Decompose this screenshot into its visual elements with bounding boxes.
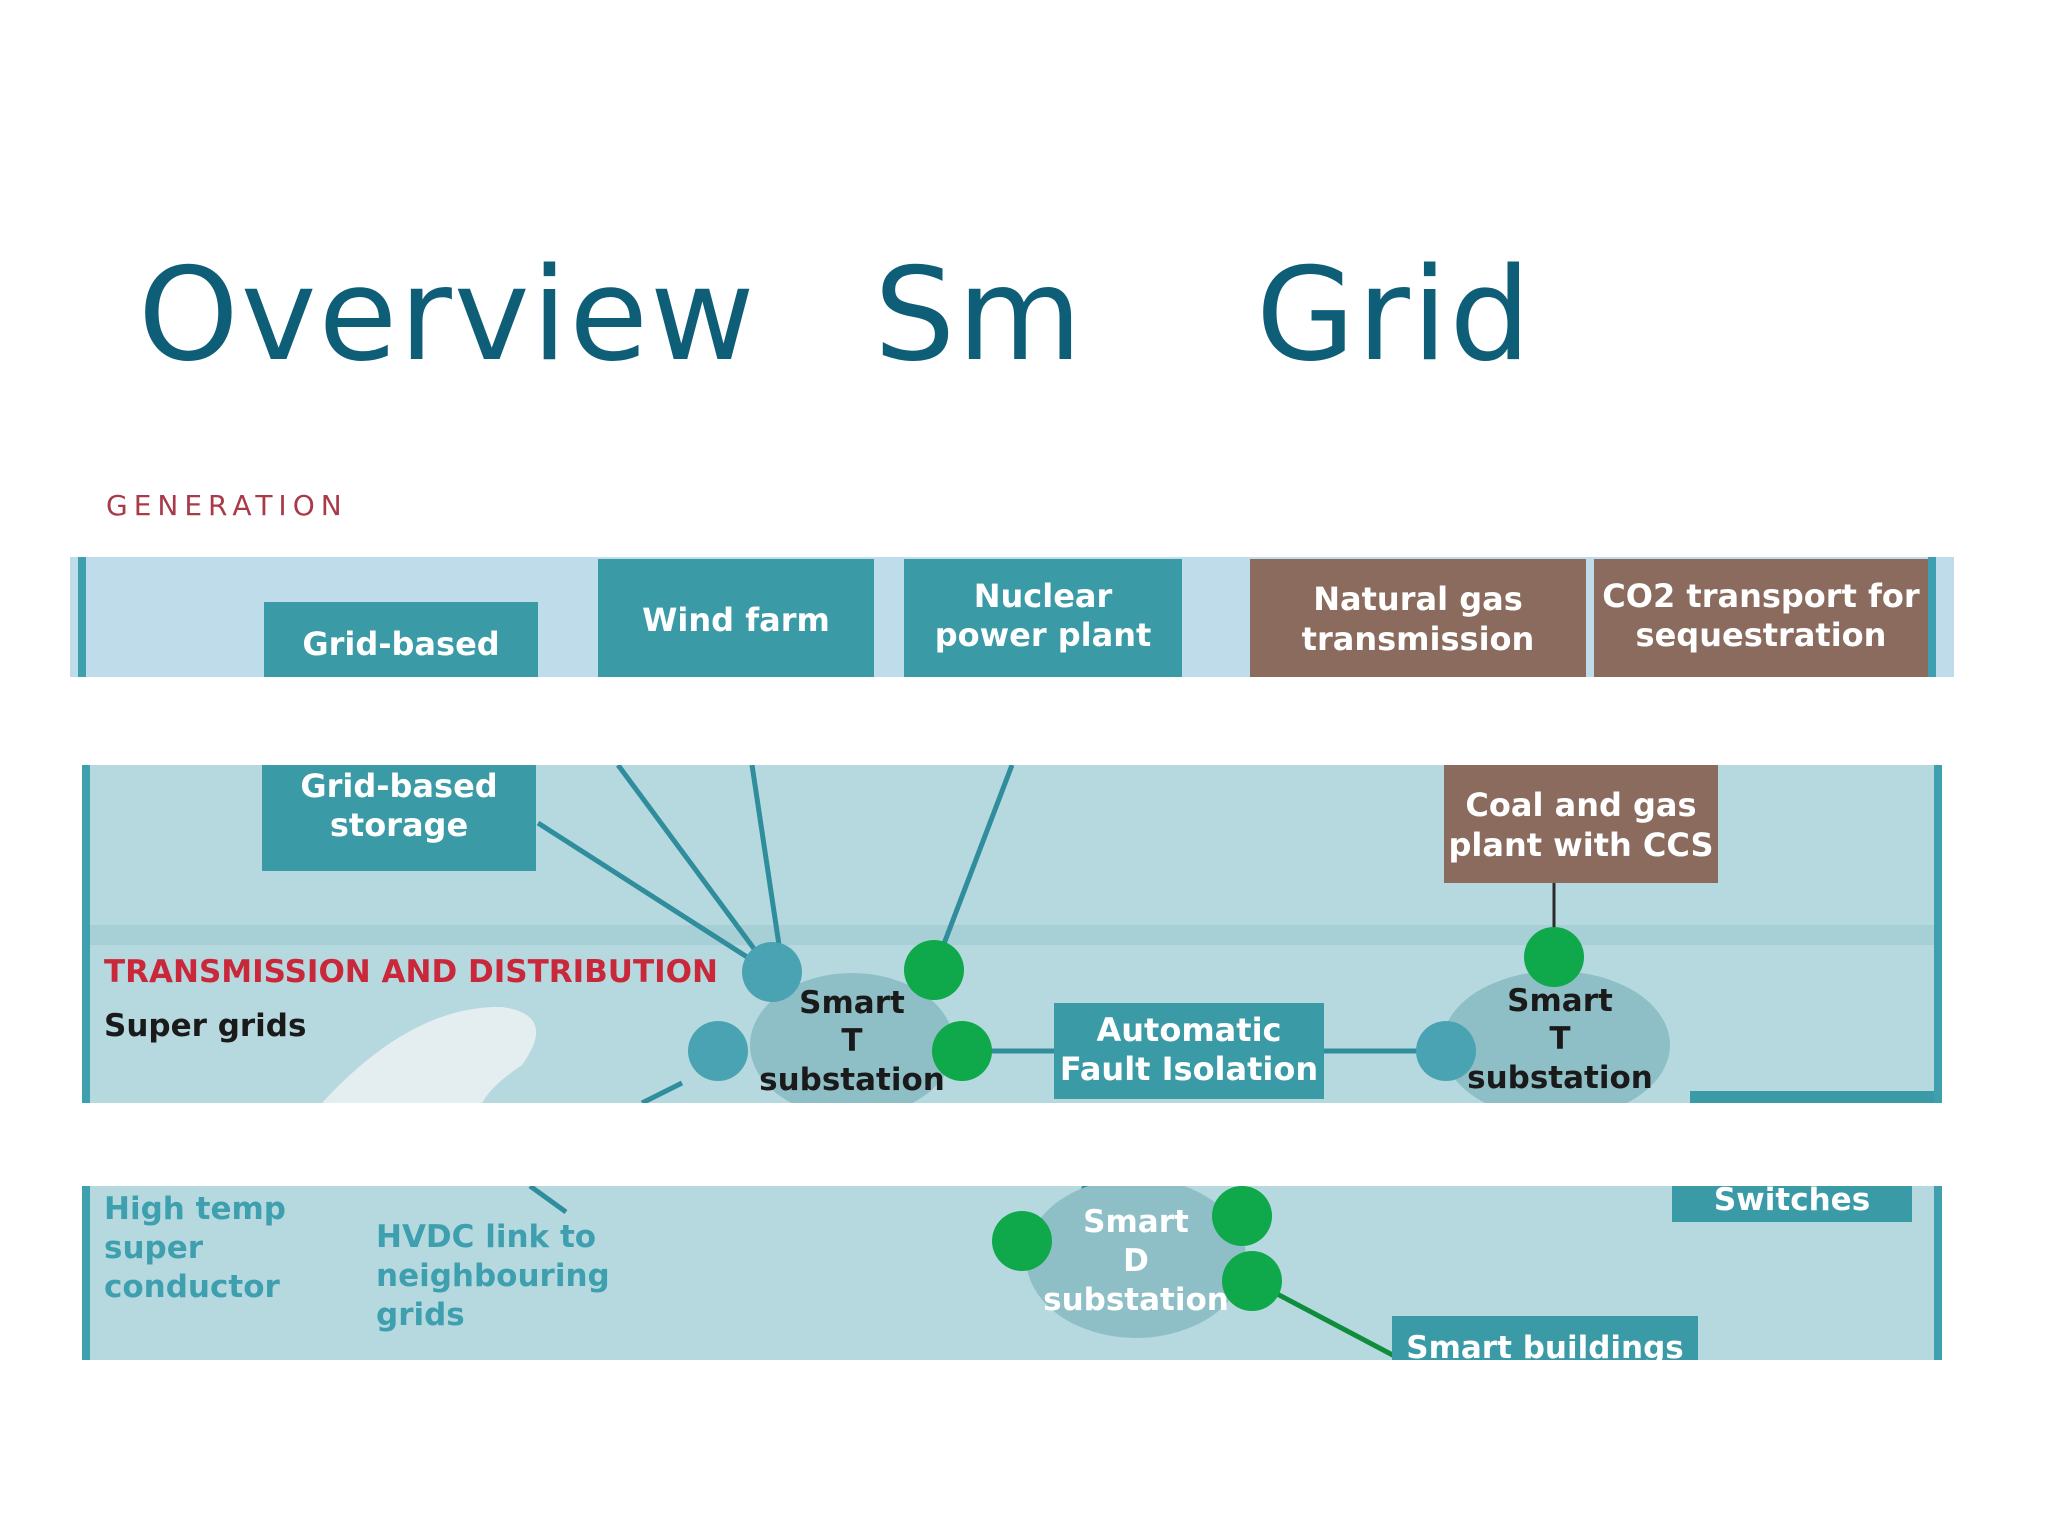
strip-border-left	[82, 1186, 90, 1360]
natural-gas-label-l1: Natural gas	[1313, 580, 1522, 618]
hvdc-link-line	[528, 1186, 568, 1215]
wind-farm-box	[598, 559, 874, 677]
smart-d-substation-label-l1: Smart	[1083, 1204, 1189, 1240]
smart-t-substation-1-label-l2: T	[841, 1023, 862, 1059]
smart-t-substation-2-label-l1: Smart	[1507, 983, 1613, 1019]
wind-link-line	[749, 765, 785, 966]
smart-d-substation-label-l3: substation	[1043, 1282, 1229, 1318]
automatic-fault-isolation-label-l2: Fault Isolation	[1060, 1050, 1318, 1088]
distribution-diagram: High temp super conductor HVDC link to n…	[82, 1186, 1942, 1360]
smart-t-substation-1-label-l3: substation	[759, 1062, 945, 1098]
hvdc-label-l2: neighbouring	[376, 1258, 610, 1294]
hvdc-label-l3: grids	[376, 1297, 465, 1333]
title-overview: Overview	[138, 241, 757, 390]
grid-renewables-box	[264, 602, 538, 677]
coal-gas-ccs-label-l1: Coal and gas	[1465, 786, 1696, 824]
green-node	[1222, 1251, 1282, 1311]
storage-link-line	[536, 820, 774, 976]
strip-border-right	[1934, 765, 1942, 1103]
title-sm: Sm	[874, 241, 1084, 390]
renewables-link-line	[615, 765, 775, 975]
teal-node	[688, 1021, 748, 1081]
grid-storage-label-l1: Grid-based	[300, 767, 497, 805]
switches-box	[1672, 1186, 1912, 1222]
automatic-fault-isolation-box	[1054, 1003, 1324, 1099]
td-heading: TRANSMISSION AND DISTRIBUTION	[104, 954, 718, 990]
diagram-strip-distribution: High temp super conductor HVDC link to n…	[82, 1186, 1942, 1360]
green-node	[1212, 1186, 1272, 1246]
nuclear-link-line	[931, 765, 1015, 971]
wind-farm-label: Wind farm	[642, 601, 830, 639]
grid-renewables-label: Grid-based	[302, 625, 499, 663]
co2-transport-box	[1594, 559, 1928, 677]
strip-border-left	[82, 765, 90, 1103]
green-node	[992, 1211, 1052, 1271]
switches-label: Switches	[1714, 1186, 1870, 1218]
coal-gas-ccs-box	[1444, 765, 1718, 883]
smart-buildings-link-line	[1260, 1283, 1404, 1360]
diagram-strip-generation: Grid-based Wind farm Nuclear power plant…	[70, 557, 1954, 677]
lower-link-line	[640, 1080, 684, 1103]
nuclear-label-l1: Nuclear	[974, 577, 1113, 615]
diagram-strip-transmission: Grid-based storage Coal and gas plant wi…	[82, 765, 1942, 1103]
smart-t-substation-2	[1442, 971, 1670, 1103]
htsc-label-l3: conductor	[104, 1269, 280, 1305]
smart-d-substation	[1026, 1186, 1246, 1338]
htsc-label-l2: super	[104, 1230, 204, 1266]
smart-d-substation-label-l2: D	[1123, 1243, 1149, 1279]
strip-border-right	[1934, 1186, 1942, 1360]
nuclear-label-l2: power plant	[935, 616, 1152, 654]
smart-t-substation-1-label-l1: Smart	[799, 985, 905, 1021]
transmission-diagram: Grid-based storage Coal and gas plant wi…	[82, 765, 1942, 1103]
teal-node	[742, 942, 802, 1002]
smart-buildings-label: Smart buildings	[1406, 1330, 1684, 1360]
natural-gas-label-l2: transmission	[1302, 620, 1535, 658]
switches-box-top	[1690, 1091, 1934, 1103]
coal-gas-ccs-label-l2: plant with CCS	[1448, 826, 1713, 864]
nuclear-box	[904, 559, 1182, 677]
strip-border-left	[78, 557, 86, 677]
green-node	[932, 1021, 992, 1081]
super-grids-label: Super grids	[104, 1008, 306, 1044]
generation-diagram: Grid-based Wind farm Nuclear power plant…	[78, 557, 1936, 677]
smart-buildings-box	[1392, 1316, 1698, 1360]
grid-storage-label-l2: storage	[330, 806, 468, 844]
strip-border-right	[1928, 557, 1936, 677]
title-grid: Grid	[1256, 241, 1533, 390]
super-grid-cable-shape	[322, 1006, 537, 1103]
green-node	[904, 940, 964, 1000]
grid-storage-box	[262, 765, 536, 871]
smart-t-substation-2-label-l3: substation	[1467, 1060, 1653, 1096]
natural-gas-box	[1250, 559, 1586, 677]
hvdc-label-l1: HVDC link to	[376, 1219, 596, 1255]
section-label-generation: GENERATION	[106, 489, 348, 522]
co2-transport-label-l1: CO2 transport for	[1602, 577, 1920, 615]
htsc-label-l1: High temp	[104, 1191, 286, 1227]
divider-band	[90, 925, 1934, 945]
green-node	[1524, 927, 1584, 987]
co2-transport-label-l2: sequestration	[1636, 616, 1887, 654]
smart-t-substation-2-label-l2: T	[1549, 1021, 1570, 1057]
smart-t-substation-1	[750, 973, 954, 1103]
automatic-fault-isolation-label-l1: Automatic	[1097, 1011, 1282, 1049]
teal-node	[1416, 1021, 1476, 1081]
